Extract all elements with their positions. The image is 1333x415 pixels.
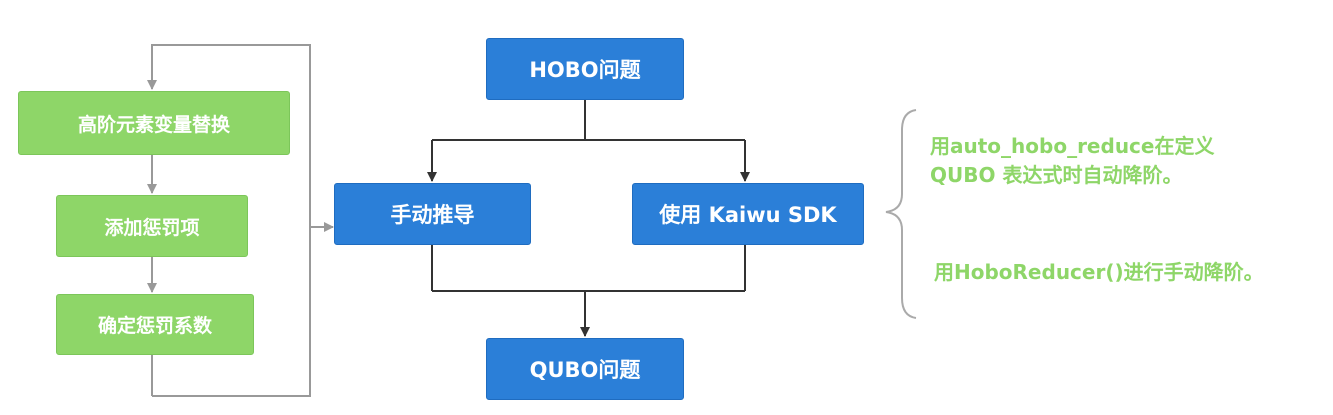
manual-reducer-note: 用HoboReducer()进行手动降阶。: [934, 260, 1264, 284]
right-brace: [885, 109, 917, 319]
qubo-merge-connector: [431, 245, 746, 337]
auto-reduce-line-1: 用auto_hobo_reduce在定义: [930, 134, 1215, 158]
auto-reduce-line-2: QUBO 表达式时自动降阶。: [930, 163, 1183, 187]
qubo-problem-node: QUBO问题: [486, 338, 684, 400]
manual-derivation-node: 手动推导: [334, 183, 531, 245]
auto-reduce-note: 用auto_hobo_reduce在定义 QUBO 表达式时自动降阶。: [930, 132, 1214, 190]
left-loop-connector: [147, 44, 334, 397]
variable-replacement-node: 高阶元素变量替换: [18, 91, 290, 155]
add-penalty-node: 添加惩罚项: [56, 195, 248, 257]
kaiwu-sdk-node: 使用 Kaiwu SDK: [632, 183, 864, 245]
penalty-coefficient-node: 确定惩罚系数: [56, 294, 254, 355]
hobo-problem-node: HOBO问题: [486, 38, 684, 100]
hobo-split-connector: [427, 100, 750, 182]
